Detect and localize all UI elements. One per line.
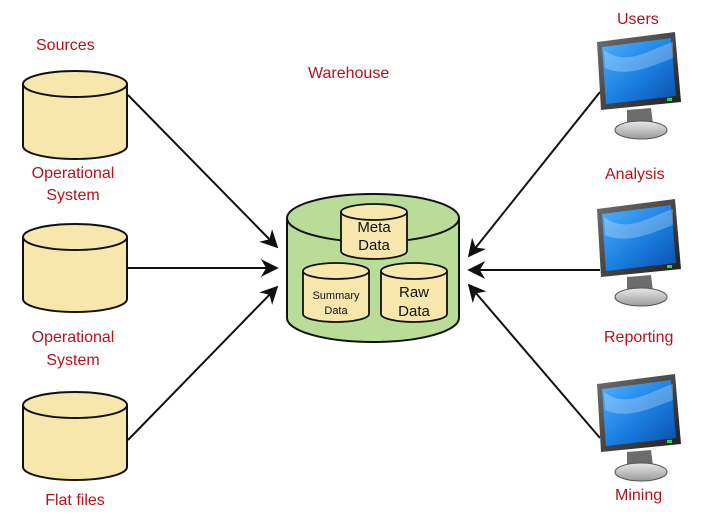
raw-data-line1: Raw — [399, 284, 429, 301]
summary-data-cylinder — [302, 262, 370, 323]
source-1-label-line1: Operational — [32, 165, 115, 182]
reporting-label: Reporting — [604, 329, 673, 346]
source-1-label-line2: System — [46, 187, 99, 204]
meta-data-line1: Meta — [357, 219, 391, 236]
users-monitor-icon — [596, 31, 682, 140]
arrow-source-3 — [127, 285, 279, 441]
source-database-2 — [22, 223, 128, 313]
mining-monitor-icon — [596, 373, 682, 482]
sources-title: Sources — [36, 37, 95, 54]
analysis-monitor-icon — [596, 198, 682, 307]
meta-data-cylinder — [340, 203, 408, 260]
users-label: Users — [617, 11, 659, 28]
raw-data-cylinder — [380, 262, 448, 323]
summary-data-line1: Summary — [312, 290, 360, 302]
meta-data-line2: Data — [358, 237, 390, 254]
source-database-3 — [22, 391, 128, 481]
arrow-mining — [467, 283, 601, 439]
raw-data-line2: Data — [398, 303, 430, 320]
warehouse-title: Warehouse — [308, 65, 389, 82]
source-database-1 — [22, 70, 128, 160]
summary-data-line2: Data — [324, 305, 348, 317]
source-2-label-line2: System — [46, 352, 99, 369]
source-2-label-line1: Operational — [32, 329, 115, 346]
arrow-source-1 — [127, 94, 279, 249]
mining-label: Mining — [615, 487, 662, 504]
source-3-label: Flat files — [45, 492, 105, 509]
arrow-users — [467, 91, 601, 258]
analysis-label: Analysis — [605, 166, 665, 183]
